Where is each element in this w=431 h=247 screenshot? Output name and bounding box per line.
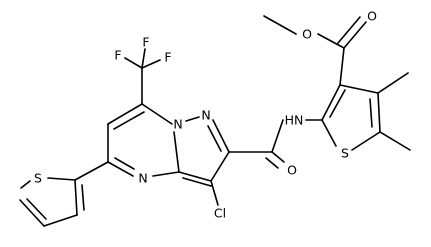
atom-o-ester-single: O bbox=[302, 27, 312, 42]
atom-n-ring-top: N bbox=[201, 108, 210, 123]
pyrazole-bond-c2-c3 bbox=[210, 151, 230, 182]
cf-bond-right bbox=[141, 59, 161, 69]
pyrazole-bond-c3-c3a bbox=[178, 171, 212, 182]
pyrazole-bond-n1-n bbox=[185, 116, 200, 122]
atom-f-right: F bbox=[164, 50, 171, 65]
pyrazole-bond-c3a-n bbox=[173, 131, 180, 173]
ester-carbonyl-bond bbox=[343, 21, 367, 49]
thiophene-right-bond-2b bbox=[369, 98, 373, 128]
thiophene-right-bond-4 bbox=[321, 119, 337, 147]
pyrimidine-bond-n4-c3a bbox=[152, 171, 180, 177]
thiophene-right-bond-1 bbox=[339, 84, 379, 94]
atom-s-thiophene-left: S bbox=[34, 171, 42, 186]
methyl-bond-lower bbox=[379, 131, 411, 151]
atom-n-ring-bridge: N bbox=[173, 117, 182, 132]
thiophene-left-bond-1b bbox=[81, 184, 85, 211]
ester-carbonyl-bond-2 bbox=[337, 16, 361, 44]
atom-o-ester-carbonyl: O bbox=[367, 9, 377, 24]
pyrimidine-bond-c5-n4 bbox=[107, 161, 134, 177]
pyrimidine-bond-c7-c6 bbox=[107, 103, 143, 125]
pyrimidine-bond-n-c7 bbox=[141, 103, 173, 125]
atom-f-left: F bbox=[114, 48, 121, 63]
thiophene-left-bond-4 bbox=[20, 180, 31, 189]
amide-carbonyl-bond-2 bbox=[265, 157, 279, 169]
ester-o-c-bond bbox=[317, 33, 345, 49]
cf-bond-top bbox=[141, 48, 146, 69]
atom-nh-amide: HN bbox=[285, 113, 304, 128]
thiophene-left-bond-3b bbox=[26, 198, 47, 220]
thiophene-right-bond-2 bbox=[377, 92, 381, 133]
cf-bond-left bbox=[124, 57, 143, 69]
atom-f-top: F bbox=[142, 35, 149, 50]
atom-s-thiophene-right: S bbox=[341, 146, 349, 161]
atom-cl: Cl bbox=[214, 206, 226, 221]
thiophene-left-bond-2 bbox=[43, 214, 78, 227]
methyl-bond-upper bbox=[377, 72, 409, 94]
ester-methyl-bond bbox=[263, 15, 297, 35]
thiophene-right-bond-3 bbox=[351, 131, 381, 151]
thiophene-right-bond-5 bbox=[321, 84, 341, 121]
ester-ring-bond bbox=[339, 47, 345, 86]
thiophene-left-bond-1 bbox=[74, 179, 78, 216]
bond-layer bbox=[19, 15, 411, 227]
atom-label-layer: O O S HN O N N N Cl S F F F bbox=[34, 9, 377, 221]
thiophene-left-bond-5 bbox=[47, 177, 76, 181]
pyrazole-bond-c2-n1 bbox=[212, 119, 230, 153]
thiophene-left-bond-3 bbox=[19, 199, 45, 227]
pyrazole-bond-c3-c3a-b bbox=[182, 177, 212, 187]
thiophene-link-bond bbox=[74, 161, 109, 181]
atom-o-amide-carbonyl: O bbox=[287, 163, 297, 178]
pyrimidine-bond-c5-n4b bbox=[114, 157, 135, 170]
nh-carbonyl-bond bbox=[271, 119, 284, 153]
thiophene-right-bond-5b bbox=[329, 89, 346, 118]
pyrazole-bond-c2-n1b bbox=[207, 125, 222, 152]
chloro-bond bbox=[210, 180, 219, 206]
pyrimidine-bond-c7-c6b bbox=[113, 111, 145, 130]
atom-n-ring-bottom: N bbox=[138, 171, 147, 186]
amide-carbonyl-bond bbox=[271, 151, 285, 163]
